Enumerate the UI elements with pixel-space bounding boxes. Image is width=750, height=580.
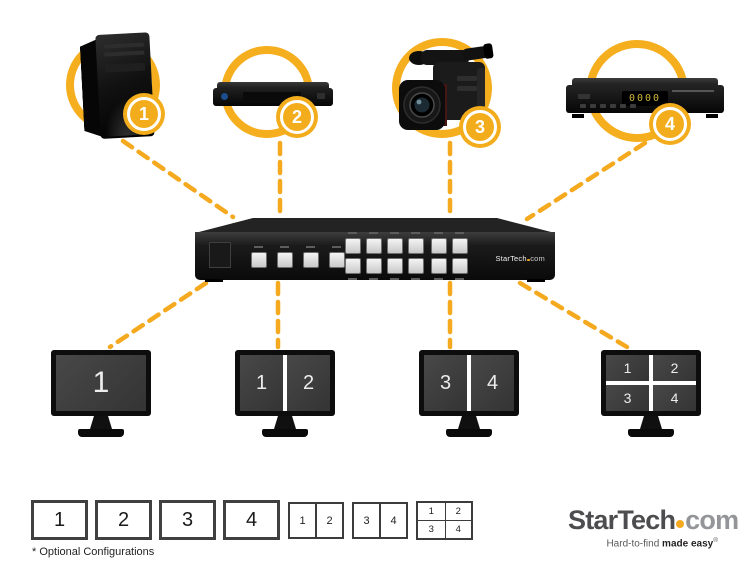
config-cell: 4 — [444, 520, 471, 538]
set-top-box-icon: 0000 — [566, 78, 724, 118]
stb-led-display: 0000 — [622, 91, 668, 106]
wire-switcher-to-monitor4 — [517, 280, 630, 350]
config-split-box-12: 1 2 — [288, 502, 344, 539]
source3-badge: 3 — [463, 110, 497, 144]
switcher-button — [277, 246, 293, 268]
optional-configurations-note: * Optional Configurations — [32, 546, 155, 558]
monitor-stand — [640, 416, 662, 429]
source1-badge: 1 — [127, 97, 161, 131]
config-cell: 3 — [418, 520, 445, 538]
switcher-button — [251, 246, 267, 268]
logo-com: com — [685, 505, 739, 535]
switcher-button — [408, 232, 424, 254]
monitor-stand — [274, 416, 296, 429]
switcher-button — [452, 232, 468, 254]
wire-source1-to-switcher — [120, 138, 236, 220]
config-cell: 2 — [315, 504, 342, 537]
config-box-3: 3 — [159, 500, 216, 540]
switcher-button — [345, 258, 361, 280]
monitor-cell: 4 — [653, 385, 696, 411]
tagline-regular: Hard-to-find — [606, 538, 660, 550]
brand-dot-icon — [527, 258, 530, 262]
monitor-cell: 2 — [653, 355, 696, 381]
switcher-button — [303, 246, 319, 268]
switcher-brand-com: com — [530, 254, 545, 263]
config-cell: 3 — [363, 514, 370, 527]
config-box-2: 2 — [95, 500, 152, 540]
wire-source4-to-switcher — [524, 140, 648, 222]
logo-star: Star — [568, 505, 618, 535]
monitor-stand — [458, 416, 480, 429]
switcher-button — [431, 232, 447, 254]
switcher-button — [408, 258, 424, 280]
monitor-cell: 3 — [424, 355, 467, 411]
switcher-button — [329, 246, 345, 268]
switcher-button — [345, 232, 361, 254]
source2-badge: 2 — [280, 100, 314, 134]
logo-tech: Tech — [617, 505, 676, 535]
registered-mark: ® — [713, 537, 718, 544]
config-cell: 2 — [444, 503, 472, 520]
monitor-stand — [90, 416, 112, 429]
monitor-cell: 3 — [606, 385, 649, 411]
source3-ring — [392, 38, 492, 138]
switcher-brand-star: StarTech — [495, 254, 527, 263]
monitor-3-split: 3 4 — [419, 350, 519, 437]
video-camera-icon — [399, 43, 494, 130]
monitor-2-split: 1 2 — [235, 350, 335, 437]
config-cell: 4 — [379, 504, 406, 537]
monitor-cell: 1 — [240, 355, 283, 411]
switcher-button — [387, 232, 403, 254]
blu-ray-player-icon — [213, 82, 333, 108]
monitor-1-single: 1 — [51, 350, 151, 437]
config-quad-box: 1 2 3 4 — [416, 501, 473, 540]
switcher-top-face — [195, 218, 555, 233]
ir-window — [209, 242, 231, 268]
monitor-cell: 4 — [471, 355, 514, 411]
switcher-button — [431, 258, 447, 280]
wire-switcher-to-monitor1 — [107, 280, 209, 350]
config-box-4: 4 — [223, 500, 280, 540]
config-cell: 1 — [428, 506, 434, 517]
monitor-cell: 1 — [606, 355, 649, 381]
monitor-cell: 2 — [287, 355, 330, 411]
switcher-button — [366, 232, 382, 254]
logo-dot-icon — [676, 520, 685, 528]
config-split-box-34: 3 4 — [352, 502, 408, 539]
switcher-button — [366, 258, 382, 280]
switcher-button — [387, 258, 403, 280]
source4-badge: 4 — [653, 107, 687, 141]
switcher-button — [452, 258, 468, 280]
logo-tagline: Hard-to-find made easy® — [568, 537, 718, 549]
config-cell: 1 — [299, 514, 306, 527]
monitor-cell: 1 — [56, 355, 146, 411]
config-box-1: 1 — [31, 500, 88, 540]
monitor-4-quad: 1 2 3 4 — [601, 350, 701, 437]
tagline-bold: made easy — [662, 538, 714, 550]
